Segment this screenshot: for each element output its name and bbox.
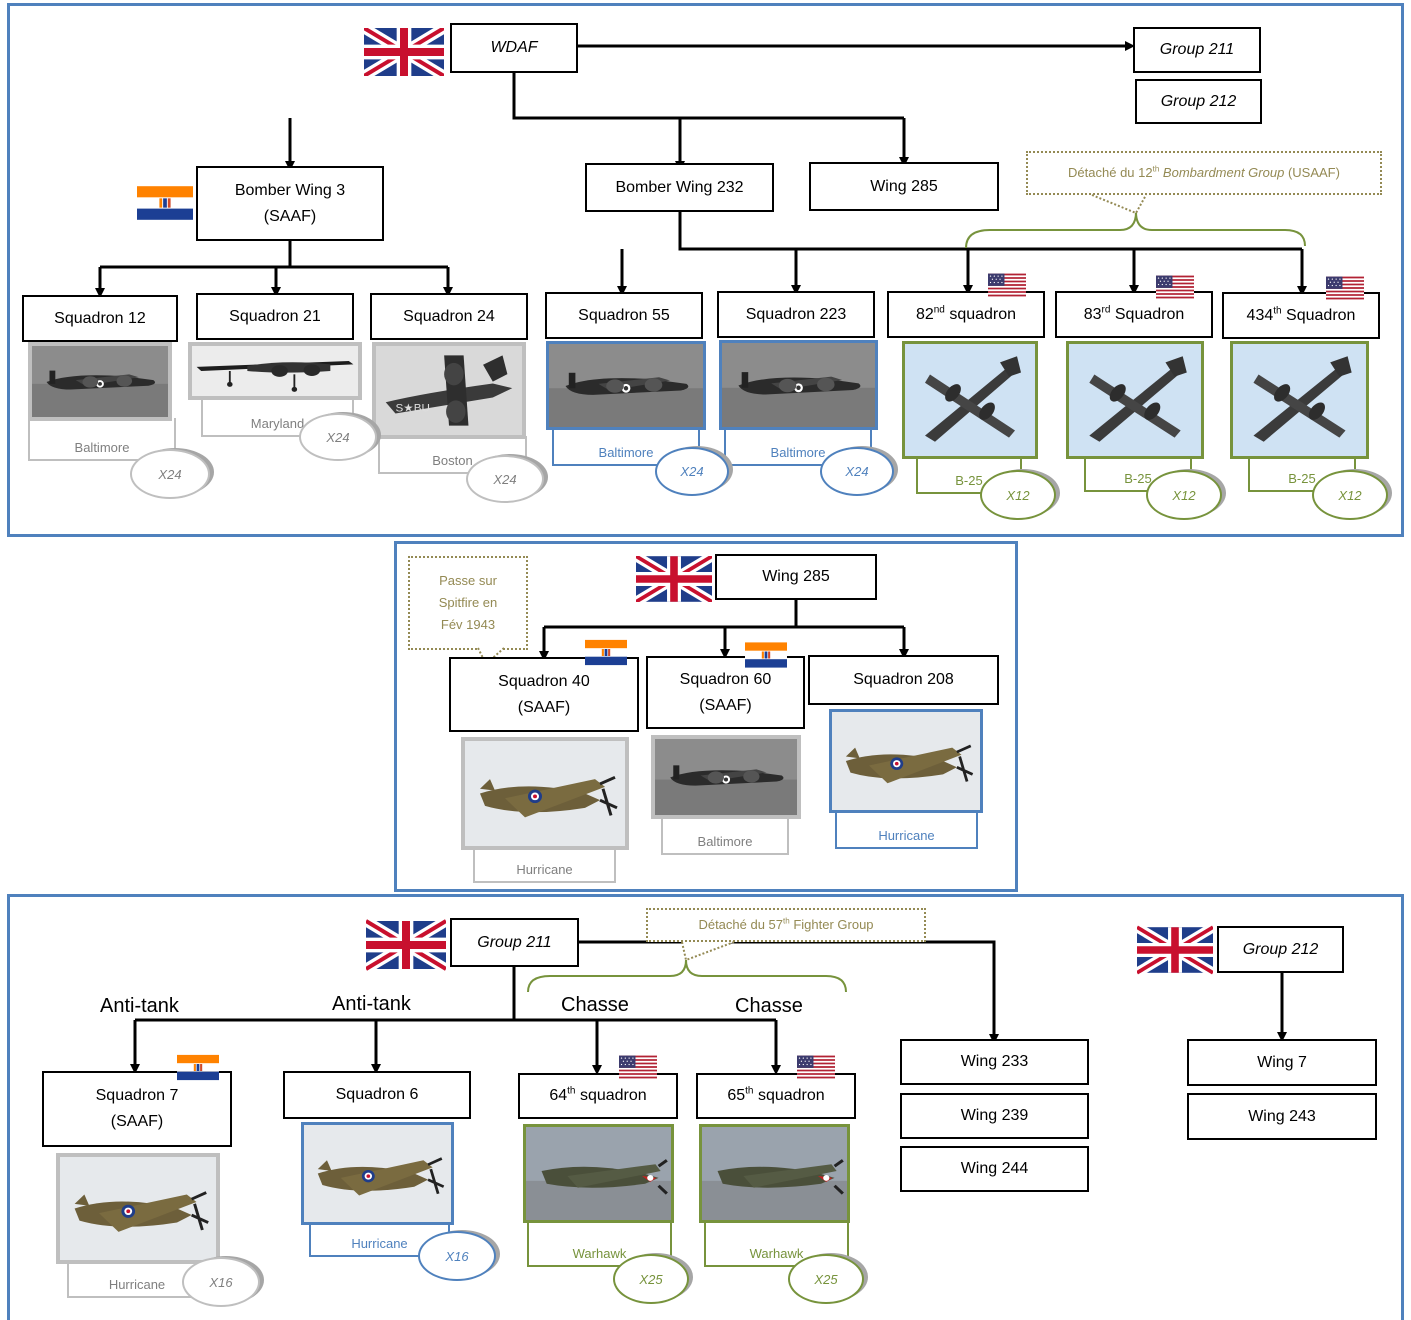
south-africa-flag-icon — [745, 640, 787, 670]
group-212-node: Group 212 — [1135, 79, 1262, 124]
b25-photo — [902, 341, 1038, 459]
us-flag-icon — [988, 271, 1026, 299]
wdaf-node: WDAF — [450, 23, 578, 73]
count-x24-badge: X24 — [655, 447, 729, 496]
union-jack-flag-icon — [1137, 925, 1213, 975]
anti-tank-label: Anti-tank — [100, 995, 179, 1017]
baltimore-photo — [28, 342, 172, 421]
count-x12-badge: X12 — [980, 470, 1056, 520]
baltimore-photo — [651, 735, 801, 819]
count-x12-badge: X12 — [1312, 470, 1388, 520]
squadron-40-node: Squadron 40(SAAF) — [449, 657, 639, 732]
us-flag-icon — [797, 1053, 835, 1081]
warhawk-photo — [523, 1124, 674, 1223]
squadron-12-node: Squadron 12 — [22, 295, 178, 342]
group-211-node: Group 211 — [450, 918, 579, 967]
squadron-21-node: Squadron 21 — [196, 293, 354, 340]
warhawk-caption: Warhawk — [527, 1221, 672, 1267]
chasse-label: Chasse — [735, 995, 803, 1017]
wing-285-node: Wing 285 — [809, 162, 999, 211]
us-flag-icon — [1326, 274, 1364, 302]
count-x16-badge: X16 — [418, 1231, 496, 1281]
wing-7-node: Wing 7 — [1187, 1039, 1377, 1086]
squadron-83rd-node: 83rd Squadron — [1055, 291, 1213, 338]
squadron-208-node: Squadron 208 — [808, 655, 999, 705]
south-africa-flag-icon — [137, 183, 193, 223]
squadron-24-node: Squadron 24 — [370, 293, 528, 340]
squadron-434th-node: 434th Squadron — [1222, 292, 1380, 339]
bomber-wing-3-node: Bomber Wing 3(SAAF) — [196, 166, 384, 241]
top-panel — [7, 3, 1404, 537]
usaaf-detachment-callout: Détaché du 12th Bombardment Group (USAAF… — [1026, 151, 1382, 195]
callout-pointer — [681, 941, 735, 962]
us-flag-icon — [619, 1053, 657, 1081]
count-x24-badge: X24 — [820, 447, 894, 496]
squadron-82nd-node: 82nd squadron — [887, 291, 1045, 338]
hurricane-photo — [461, 737, 629, 850]
group-211-node: Group 211 — [1133, 27, 1261, 73]
group-212-node: Group 212 — [1217, 926, 1344, 973]
wing-243-node: Wing 243 — [1187, 1093, 1377, 1140]
boston-caption: Boston — [378, 436, 527, 474]
count-x24-badge: X24 — [466, 455, 544, 503]
union-jack-flag-icon — [636, 556, 712, 602]
wing-244-node: Wing 244 — [900, 1146, 1089, 1192]
hurricane-photo — [301, 1122, 454, 1225]
squadron-55-node: Squadron 55 — [545, 292, 703, 339]
maryland-photo — [188, 342, 362, 400]
count-x25-badge: X25 — [613, 1254, 689, 1304]
count-x25-badge: X25 — [788, 1254, 864, 1304]
bomber-wing-232-node: Bomber Wing 232 — [585, 163, 774, 212]
warhawk-photo — [699, 1124, 850, 1223]
spitfire-transition-callout: Passe sur Spitfire en Fév 1943 — [408, 556, 528, 650]
callout-pointer — [1091, 194, 1147, 215]
baltimore-photo — [546, 341, 706, 430]
union-jack-flag-icon — [364, 28, 444, 76]
wing-233-node: Wing 233 — [900, 1039, 1089, 1085]
chasse-label: Chasse — [561, 994, 629, 1016]
anti-tank-label: Anti-tank — [332, 993, 411, 1015]
b25-photo — [1066, 341, 1204, 459]
baltimore-caption: Baltimore — [661, 817, 789, 855]
south-africa-flag-icon — [177, 1052, 219, 1083]
boston-photo — [372, 342, 526, 439]
us-flag-icon — [1156, 273, 1194, 301]
middle-panel — [394, 541, 1018, 892]
count-x12-badge: X12 — [1146, 470, 1222, 520]
count-x24-badge: X24 — [299, 413, 377, 461]
union-jack-flag-icon — [366, 918, 446, 972]
squadron-6-node: Squadron 6 — [283, 1071, 471, 1119]
squadron-64th-node: 64th squadron — [518, 1073, 678, 1119]
b25-photo — [1230, 341, 1369, 459]
count-x24-badge: X24 — [130, 449, 210, 499]
hurricane-caption: Hurricane — [835, 810, 978, 849]
south-africa-flag-icon — [585, 637, 627, 668]
baltimore-photo — [719, 340, 878, 430]
squadron-223-node: Squadron 223 — [717, 291, 875, 338]
bottom-panel — [7, 894, 1404, 1320]
hurricane-photo — [56, 1153, 220, 1264]
count-x16-badge: X16 — [182, 1257, 260, 1307]
hurricane-photo — [829, 709, 983, 813]
wing-239-node: Wing 239 — [900, 1093, 1089, 1139]
hurricane-caption: Hurricane — [473, 848, 616, 883]
fighter-group-detachment-callout: Détaché du 57th Fighter Group — [646, 908, 926, 942]
wing-285-node: Wing 285 — [715, 554, 877, 600]
